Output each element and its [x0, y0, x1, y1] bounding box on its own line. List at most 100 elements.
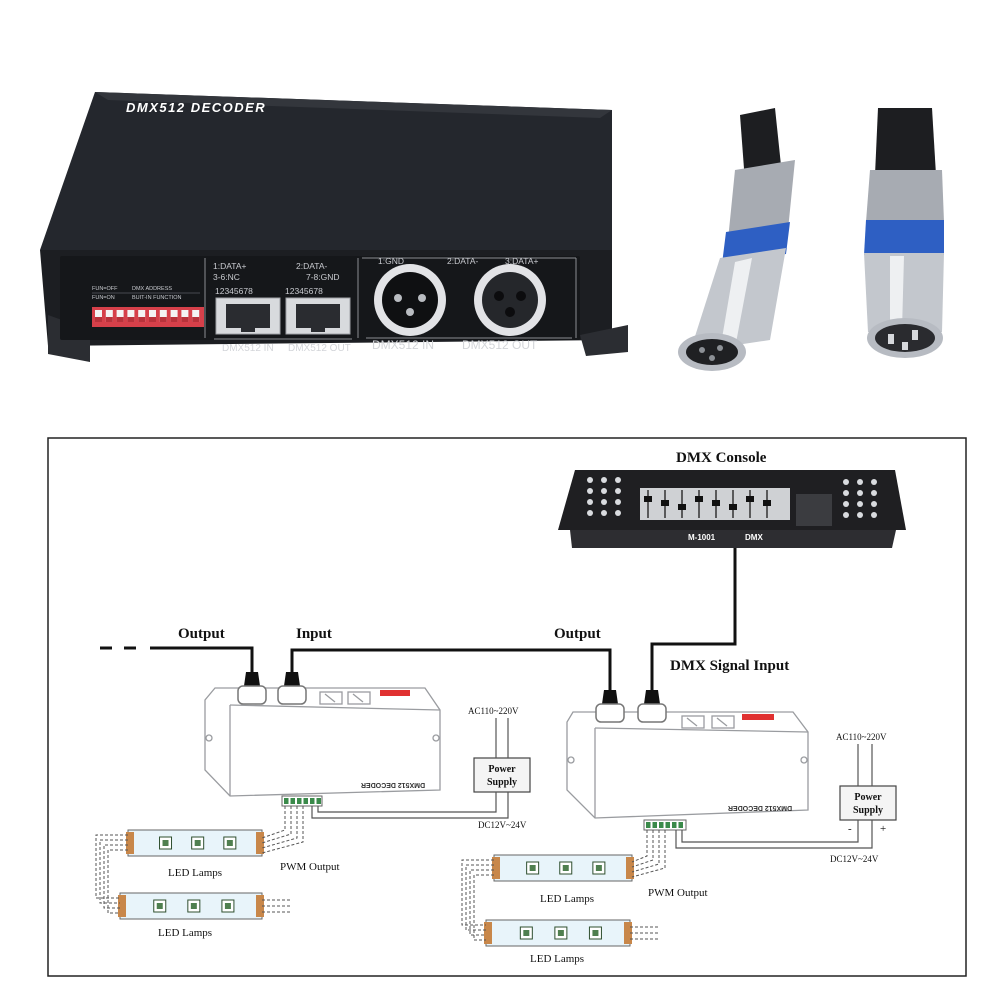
terminal-pin — [652, 822, 657, 828]
power-supply-right-line1: Power — [854, 792, 882, 803]
led-lamps-label-4: LED Lamps — [530, 953, 584, 965]
xlr-plug-right-out — [595, 690, 625, 723]
terminal-pin — [678, 822, 683, 828]
console-button — [615, 499, 621, 505]
decoder-title: DMX512 DECODER — [126, 100, 266, 115]
dip-key — [159, 310, 167, 322]
led-chip-core — [194, 840, 201, 846]
xlr-plug-left-out — [237, 672, 267, 705]
dip-label-dmx-address: DMX ADDRESS — [132, 286, 172, 292]
console-button — [857, 512, 863, 518]
minus-sign-right: - — [848, 823, 852, 835]
led-chip-core — [190, 903, 197, 909]
rj45-pin-label-gnd: 7-8:GND — [306, 272, 340, 282]
console-button — [587, 488, 593, 494]
ac-label-right: AC110~220V — [836, 732, 887, 742]
terminal-pin — [316, 798, 321, 804]
console-button — [843, 479, 849, 485]
terminal-pin — [297, 798, 302, 804]
signal-wires — [100, 548, 737, 690]
dip-key — [116, 310, 124, 322]
led-chip-core — [562, 865, 569, 871]
pwm-wires — [95, 806, 666, 941]
console-button — [857, 501, 863, 507]
xlr-out-socket[interactable] — [474, 264, 546, 336]
dip-key-toggle — [138, 317, 146, 322]
xlr-pin-label-data-plus: 3:DATA+ — [505, 256, 538, 266]
dip-label-fun-on: FUN=ON — [92, 295, 115, 301]
decoder-right — [566, 711, 809, 819]
fader-knob — [763, 500, 771, 506]
dip-key — [149, 310, 156, 322]
console-button — [843, 490, 849, 496]
dmx-signal-input-label: DMX Signal Input — [670, 658, 789, 674]
xlr-plug-right-in — [637, 690, 667, 723]
xlr-pin-label-data-minus: 2:DATA- — [447, 256, 478, 266]
rj45-pin-label-data-plus: 1:DATA+ — [213, 261, 246, 271]
terminal-pin — [290, 798, 295, 804]
dip-key-toggle — [127, 317, 135, 322]
decoder-label-right: DMX512 DECODER — [728, 804, 792, 811]
console-button — [871, 479, 877, 485]
rj45-in-label: DMX512 IN — [222, 343, 274, 354]
power-wires — [311, 718, 873, 849]
dip-key — [95, 310, 102, 322]
xlr-plug-left-in — [277, 672, 307, 705]
power-supply-left-line2: Supply — [487, 777, 517, 788]
dip-key-toggle — [105, 317, 113, 322]
pwm-output-label-left: PWM Output — [280, 861, 340, 873]
dip-key — [192, 310, 200, 322]
rj45-out-label: DMX512 OUT — [288, 343, 351, 354]
dc-label-left: DC12V~24V — [478, 820, 527, 830]
dip-switch[interactable] — [92, 307, 204, 327]
led-chip-core — [224, 903, 231, 909]
rj45-in-port[interactable] — [215, 297, 281, 335]
console-button — [843, 512, 849, 518]
power-supply-right-line2: Supply — [853, 805, 883, 816]
console-model: M-1001 — [688, 533, 716, 542]
led-chip-core — [557, 930, 564, 936]
decoder-label-left: DMX512 DECODER — [361, 781, 425, 788]
console-button — [615, 477, 621, 483]
terminal-pin — [672, 822, 677, 828]
led-chip-core — [162, 840, 169, 846]
rj45-out-port[interactable] — [285, 297, 351, 335]
dip-key-toggle — [181, 317, 189, 322]
power-supply-left — [473, 757, 531, 793]
terminal-pin — [665, 822, 670, 828]
led-chip-core — [156, 903, 163, 909]
input-label-left: Input — [296, 626, 332, 642]
console-button — [857, 479, 863, 485]
led-strip-solder-left — [484, 922, 492, 944]
dip-label-builtin-function: BUIT-IN FUNCTION — [132, 295, 182, 301]
led-chip-core — [592, 930, 599, 936]
power-supply-right — [839, 785, 897, 821]
rj45-out-pin-numbers: 12345678 — [285, 286, 323, 296]
console-button — [587, 499, 593, 505]
dip-key-toggle — [170, 317, 178, 322]
pwm-terminal-right — [643, 819, 687, 831]
led-strip-solder-right — [624, 922, 632, 944]
console-button — [587, 510, 593, 516]
dip-key — [105, 310, 113, 322]
terminal-pin — [303, 798, 308, 804]
led-chip-core — [595, 865, 602, 871]
console-button — [615, 488, 621, 494]
console-button — [871, 512, 877, 518]
fader-knob — [695, 496, 703, 502]
console-button — [601, 488, 607, 494]
led-strips — [118, 829, 634, 947]
product-photo: DMX512 DECODER FUN=OFF FUN=ON DMX ADDRES… — [40, 92, 944, 371]
console-button — [871, 501, 877, 507]
rj45-pin-label-data-minus: 2:DATA- — [296, 261, 327, 271]
console-button — [601, 499, 607, 505]
fader-knob — [661, 500, 669, 506]
dip-key-toggle — [192, 317, 200, 322]
xlr-in-socket[interactable] — [374, 264, 446, 336]
console-button — [601, 477, 607, 483]
fader-knob — [729, 504, 737, 510]
led-chip-core — [226, 840, 233, 846]
led-strip-solder-right — [256, 832, 264, 854]
output-label-left: Output — [178, 626, 225, 642]
fader-knob — [644, 496, 652, 502]
